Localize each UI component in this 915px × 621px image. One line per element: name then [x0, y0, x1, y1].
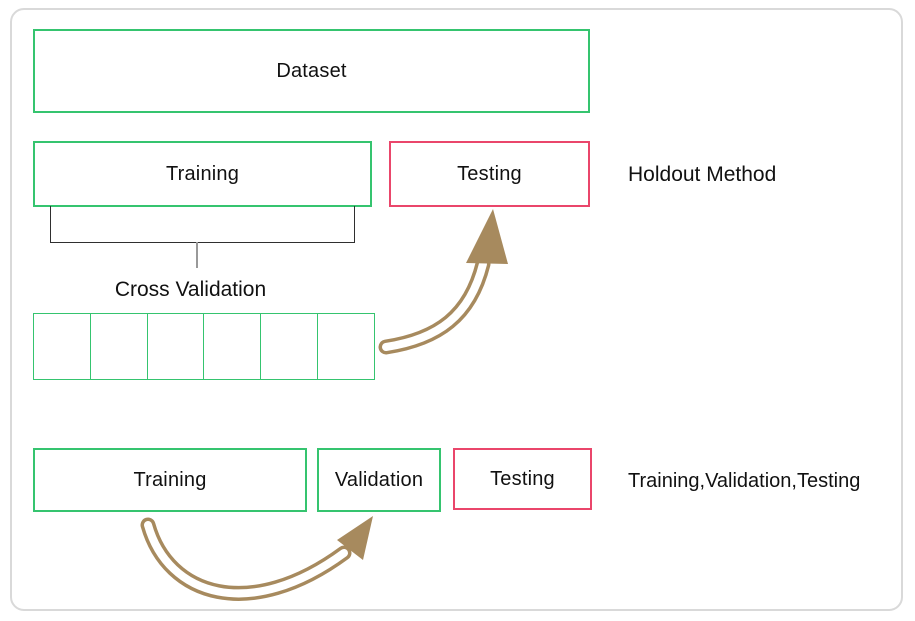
training-bracket — [50, 206, 355, 243]
holdout-training-box: Training — [33, 141, 372, 207]
split-testing-box: Testing — [453, 448, 592, 510]
dataset-label: Dataset — [276, 59, 347, 82]
cross-validation-label: Cross Validation — [114, 278, 267, 301]
bracket-tick-line — [196, 242, 198, 268]
cv-fold-cell — [91, 314, 148, 379]
dataset-box: Dataset — [33, 29, 590, 113]
holdout-method-label: Holdout Method — [628, 163, 777, 186]
split-validation-label: Validation — [334, 468, 424, 491]
cross-validation-folds-row — [33, 313, 375, 380]
cv-fold-cell — [261, 314, 319, 379]
split-training-box: Training — [33, 448, 307, 512]
cv-fold-cell — [148, 314, 205, 379]
cv-fold-cell — [34, 314, 91, 379]
cv-fold-cell — [204, 314, 262, 379]
split-testing-label: Testing — [490, 467, 555, 490]
holdout-testing-box: Testing — [389, 141, 590, 207]
split-validation-box: Validation — [317, 448, 441, 512]
cv-fold-cell — [318, 314, 374, 379]
split-training-label: Training — [133, 468, 207, 491]
split-caption: Training,Validation,Testing — [628, 470, 861, 492]
holdout-testing-label: Testing — [457, 162, 522, 185]
holdout-training-label: Training — [165, 162, 240, 185]
